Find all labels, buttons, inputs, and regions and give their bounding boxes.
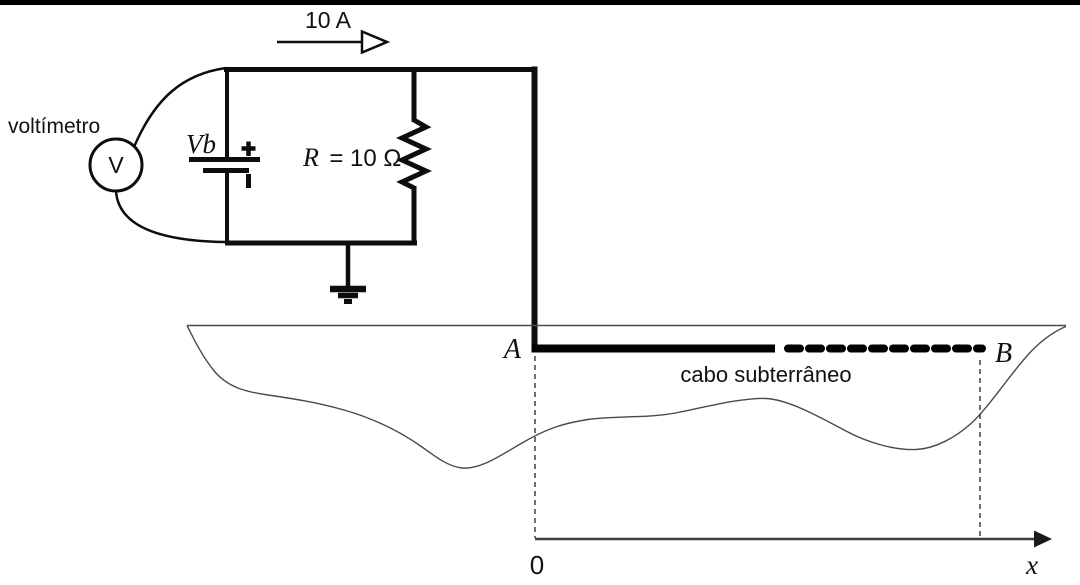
terrain-outline <box>186 325 1067 469</box>
current-arrowhead-icon <box>360 29 391 55</box>
resistor-label: R = 10 Ω <box>302 143 401 172</box>
axis-origin-label: 0 <box>530 550 544 580</box>
top-border <box>0 0 1080 5</box>
cable-label: cabo subterrâneo <box>680 362 851 387</box>
battery-plus-icon <box>241 141 256 156</box>
battery-label: Vb <box>186 129 216 159</box>
axis-x-label: x <box>1025 550 1038 580</box>
voltmeter-label: voltímetro <box>8 115 100 138</box>
voltmeter-circle <box>88 137 144 193</box>
earth-ground-icon <box>330 243 366 304</box>
x-axis <box>535 530 1052 548</box>
resistor-zigzag-icon <box>395 117 433 191</box>
current-label: 10 A <box>305 7 352 33</box>
voltmeter-symbol: V <box>108 152 124 178</box>
voltmeter: V <box>88 66 227 244</box>
point-a-label: A <box>502 334 522 365</box>
circuit-wires <box>224 66 538 349</box>
battery-symbol <box>189 141 260 188</box>
voltmeter-lead-bottom <box>114 190 227 244</box>
axis-arrowhead-icon <box>1034 530 1052 548</box>
point-b-label: B <box>995 338 1012 369</box>
voltmeter-lead-top <box>132 66 227 148</box>
current-arrow-icon <box>277 29 391 55</box>
